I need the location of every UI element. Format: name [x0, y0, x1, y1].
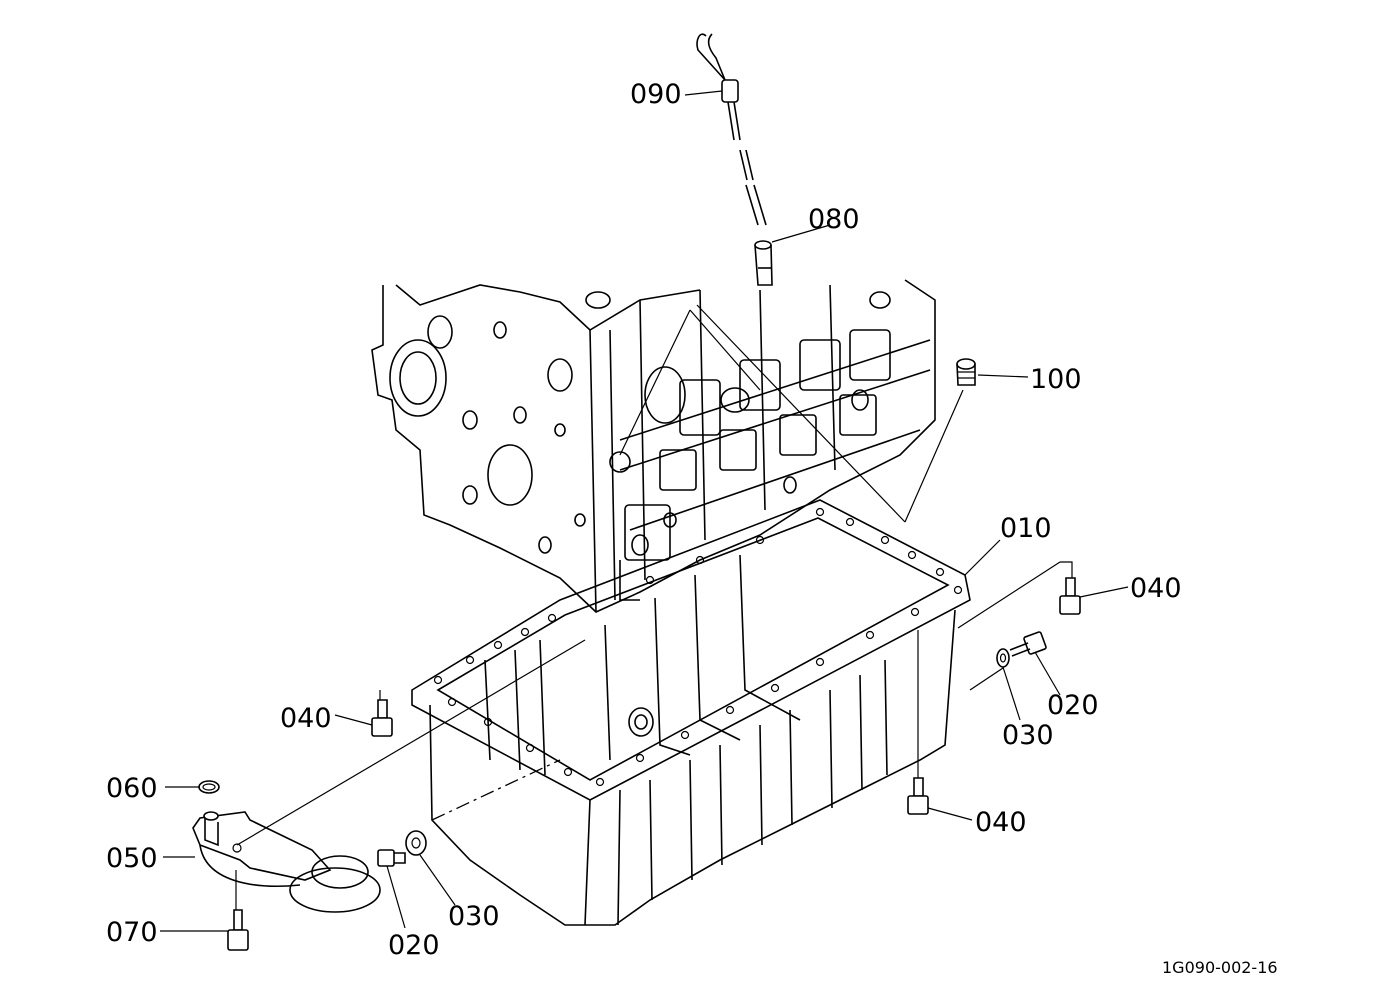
- callout-040-right: 040: [1130, 573, 1182, 604]
- callout-040-bottom: 040: [975, 807, 1027, 838]
- callout-030-left: 030: [448, 901, 500, 932]
- callout-020-left: 020: [388, 930, 440, 961]
- dipstick-icon: [696, 33, 767, 226]
- callout-030-right: 030: [1002, 720, 1054, 751]
- callout-070: 070: [106, 917, 158, 948]
- callout-020-right: 020: [1047, 690, 1099, 721]
- gasket-washer-icon: [405, 830, 427, 856]
- bolt-icon: [907, 777, 929, 815]
- callout-040-left: 040: [280, 703, 332, 734]
- bolt-icon: [371, 699, 393, 737]
- drain-plug-icon: [1009, 631, 1047, 657]
- plug-icon: [956, 358, 976, 386]
- callout-080: 080: [808, 204, 860, 235]
- diagram-reference-code: 1G090-002-16: [1162, 958, 1278, 977]
- engine-block-icon: [371, 279, 936, 613]
- gasket-washer-icon: [996, 648, 1010, 668]
- dipstick-guide-icon: [754, 240, 773, 286]
- bolt-icon: [227, 909, 249, 951]
- drain-plug-icon: [377, 849, 406, 867]
- callout-060: 060: [106, 773, 158, 804]
- assembly-lines: [160, 90, 1129, 932]
- bolt-icon: [1059, 577, 1081, 615]
- callout-010: 010: [1000, 513, 1052, 544]
- callout-090: 090: [630, 79, 682, 110]
- oil-pan-icon: [411, 499, 971, 926]
- callout-100: 100: [1030, 364, 1082, 395]
- o-ring-icon: [198, 780, 220, 794]
- callout-050: 050: [106, 843, 158, 874]
- oil-strainer-icon: [192, 811, 381, 913]
